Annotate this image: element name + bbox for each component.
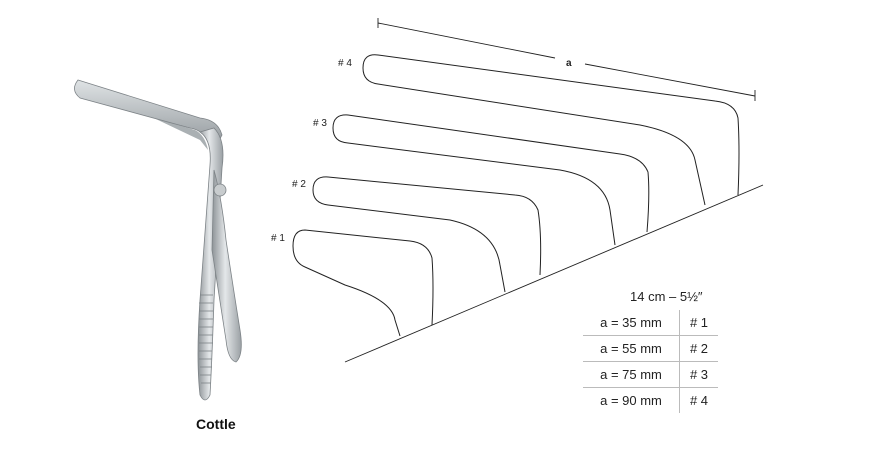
- profile-3: [332, 114, 650, 246]
- dimension-a: [377, 18, 756, 101]
- length-cell: a = 90 mm: [600, 393, 662, 408]
- number-cell: # 1: [679, 310, 718, 336]
- table-row: a = 55 mm# 2: [583, 335, 718, 362]
- length-cell: a = 75 mm: [583, 361, 680, 388]
- number-cell: # 4: [679, 387, 718, 413]
- profile-label-2: # 2: [292, 179, 306, 190]
- speculum-illustration: [74, 79, 242, 401]
- baseline: [344, 184, 764, 363]
- profile-label-4: # 4: [338, 58, 352, 69]
- number-cell: # 2: [679, 335, 718, 362]
- product-name: Cottle: [196, 416, 236, 432]
- length-cell: a = 55 mm: [583, 335, 680, 362]
- table-row: a = 35 mm# 1: [583, 310, 718, 336]
- product-size: 14 cm – 5½″: [630, 289, 703, 304]
- sizes-table: a = 35 mm# 1 a = 55 mm# 2 a = 75 mm# 3 a…: [583, 310, 718, 413]
- profile-label-1: # 1: [271, 233, 285, 244]
- profile-1: [292, 229, 434, 337]
- dimension-label: a: [566, 58, 572, 69]
- profile-4: [362, 54, 740, 206]
- profile-label-3: # 3: [313, 118, 327, 129]
- length-cell: a = 35 mm: [583, 310, 680, 336]
- number-cell: # 3: [679, 361, 718, 388]
- table-row: a = 90 mm # 4: [583, 387, 718, 413]
- blade-profiles: [292, 54, 740, 337]
- profile-2: [312, 176, 542, 293]
- table-row: a = 75 mm# 3: [583, 361, 718, 388]
